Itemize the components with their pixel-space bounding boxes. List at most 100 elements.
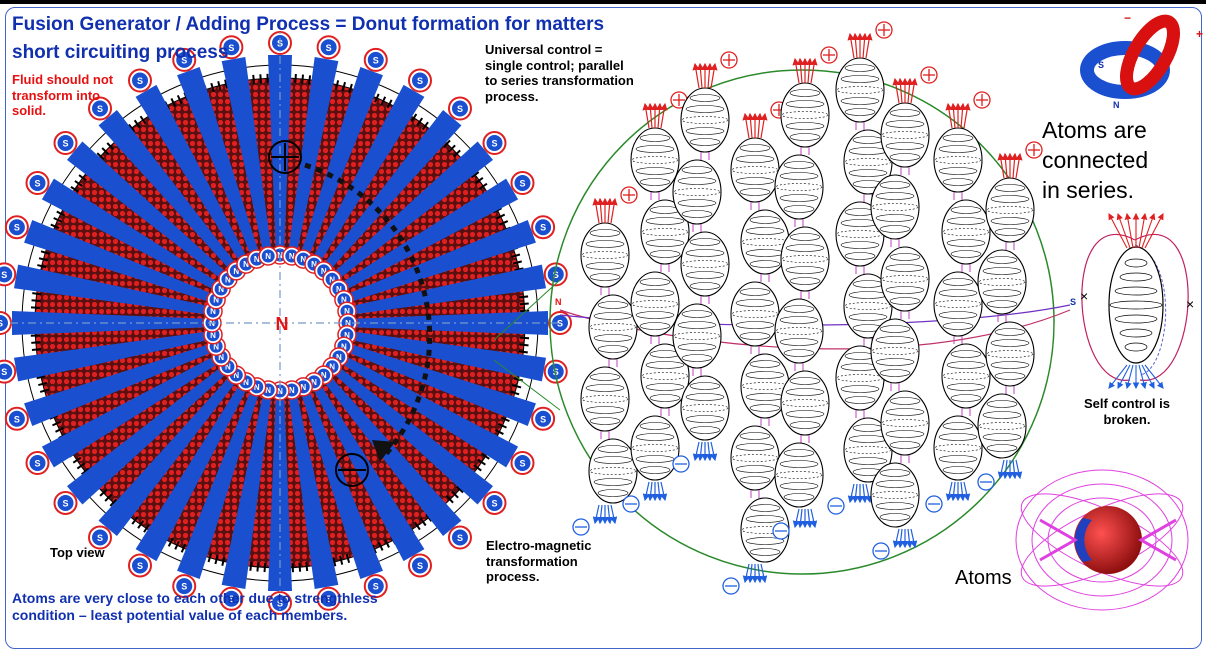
atom-cell xyxy=(977,393,1027,459)
atom-cell xyxy=(730,137,780,203)
field-south-label: S xyxy=(1070,297,1076,307)
atom-cell xyxy=(774,442,824,508)
field-arrow-up xyxy=(796,57,805,84)
north-pole-label: N xyxy=(225,275,231,284)
south-pole-label: S xyxy=(137,76,143,86)
magnet-spoke xyxy=(98,109,237,271)
north-pole-label: N xyxy=(300,383,306,392)
atom-cell xyxy=(680,87,730,153)
field-arrow-up xyxy=(851,32,860,59)
south-pole-label: S xyxy=(14,414,20,424)
single-atom-field: × × xyxy=(1080,212,1194,390)
atom-cell xyxy=(730,281,780,347)
north-pole-label: N xyxy=(341,296,347,305)
atom-cell xyxy=(933,271,983,337)
diagram-title: Fusion Generator / Adding Process = Donu… xyxy=(12,14,605,35)
field-arrow-down xyxy=(742,563,750,584)
field-arrow-up xyxy=(905,77,914,104)
field-arrow-down xyxy=(710,441,718,462)
north-pole-label: N xyxy=(233,267,239,276)
magnet-spoke xyxy=(12,311,208,335)
field-arrow-up xyxy=(710,62,718,89)
north-pole-label: N xyxy=(344,331,350,340)
north-pole-label: N xyxy=(243,378,249,387)
field-arrow-up xyxy=(949,102,958,129)
field-arrow-up xyxy=(760,112,768,139)
field-arrow-up xyxy=(1010,152,1019,179)
field-arrow-up xyxy=(860,32,869,59)
field-arrow-up xyxy=(792,57,800,84)
north-pole-label: N xyxy=(344,307,350,316)
magnet-spoke xyxy=(41,355,220,468)
top-border xyxy=(0,0,1206,4)
field-arrow-up xyxy=(847,32,855,59)
field-arrow-up xyxy=(892,77,900,104)
north-pole-label: N xyxy=(329,363,335,372)
field-arrow-down xyxy=(805,508,813,529)
field-arrow-up xyxy=(746,112,755,139)
atom-cell xyxy=(880,246,930,312)
atom-cell xyxy=(941,199,991,265)
top-view-label: Top view xyxy=(50,545,105,560)
magnet-spoke xyxy=(332,141,494,280)
south-pole-label: S xyxy=(62,498,68,508)
field-arrow-down xyxy=(1141,364,1155,389)
magnet-spoke xyxy=(13,331,210,382)
north-pole-label: N xyxy=(265,252,271,261)
north-pole-label: N xyxy=(254,255,260,264)
south-pole-label: S xyxy=(97,533,103,543)
field-arrow-up xyxy=(1138,212,1148,249)
field-north-label: N xyxy=(555,297,562,307)
atom-cell xyxy=(630,271,680,337)
south-pole-label: S xyxy=(417,561,423,571)
field-arrow-up xyxy=(958,102,967,129)
atom-cell xyxy=(680,231,730,297)
magnet-spoke xyxy=(288,56,339,253)
svg-text:N: N xyxy=(1113,100,1120,110)
atom-cell xyxy=(640,199,690,265)
field-arrow-down xyxy=(747,563,755,584)
diagram-art: SNSNSNSNSNSNSNSNSNSNSNSNSNSNSNSNSNSNSNSN… xyxy=(0,11,1203,615)
north-pole-label: N xyxy=(336,285,342,294)
field-arrow-down xyxy=(847,483,855,504)
field-arrow-up xyxy=(642,102,650,129)
atom-cell xyxy=(880,390,930,456)
atom-cell xyxy=(672,303,722,369)
field-arrow-down xyxy=(1144,364,1164,389)
north-pole-label: N xyxy=(254,383,260,392)
north-pole-label: N xyxy=(300,255,306,264)
field-arrow-down xyxy=(642,481,650,502)
magnet-spoke xyxy=(350,264,547,315)
field-arrow-up xyxy=(1116,212,1131,249)
field-arrow-up xyxy=(1124,212,1134,249)
south-pole-label: S xyxy=(457,104,463,114)
field-arrow-down xyxy=(950,481,958,502)
magnet-spoke xyxy=(340,178,519,291)
field-arrow-up xyxy=(655,102,664,129)
north-pole-label: N xyxy=(289,252,295,261)
atom-cell xyxy=(870,318,920,384)
center-north-label: N xyxy=(276,314,289,334)
field-arrow-up xyxy=(865,32,873,59)
field-arrow-up xyxy=(705,62,714,89)
field-arrow-down xyxy=(910,528,918,549)
south-pole-label: S xyxy=(0,319,3,329)
atom-cell xyxy=(588,438,638,504)
field-arrow-down xyxy=(597,504,605,525)
atom-cell xyxy=(780,82,830,148)
magnet-spoke xyxy=(24,220,214,303)
atom-sphere-icon xyxy=(1015,469,1189,611)
south-pole-label: S xyxy=(553,270,559,280)
field-arrow-up xyxy=(1141,212,1156,249)
field-arrow-down xyxy=(892,528,900,549)
atom-cell xyxy=(580,222,630,288)
north-pole-label: N xyxy=(321,371,327,380)
svg-text:+: + xyxy=(1196,27,1203,41)
south-pole-label: S xyxy=(137,561,143,571)
atom-cell xyxy=(630,415,680,481)
field-arrow-up xyxy=(810,57,818,84)
magnet-spoke xyxy=(135,84,248,263)
field-arrow-up xyxy=(910,77,918,104)
field-arrow-down xyxy=(610,504,618,525)
field-arrow-up xyxy=(755,112,764,139)
